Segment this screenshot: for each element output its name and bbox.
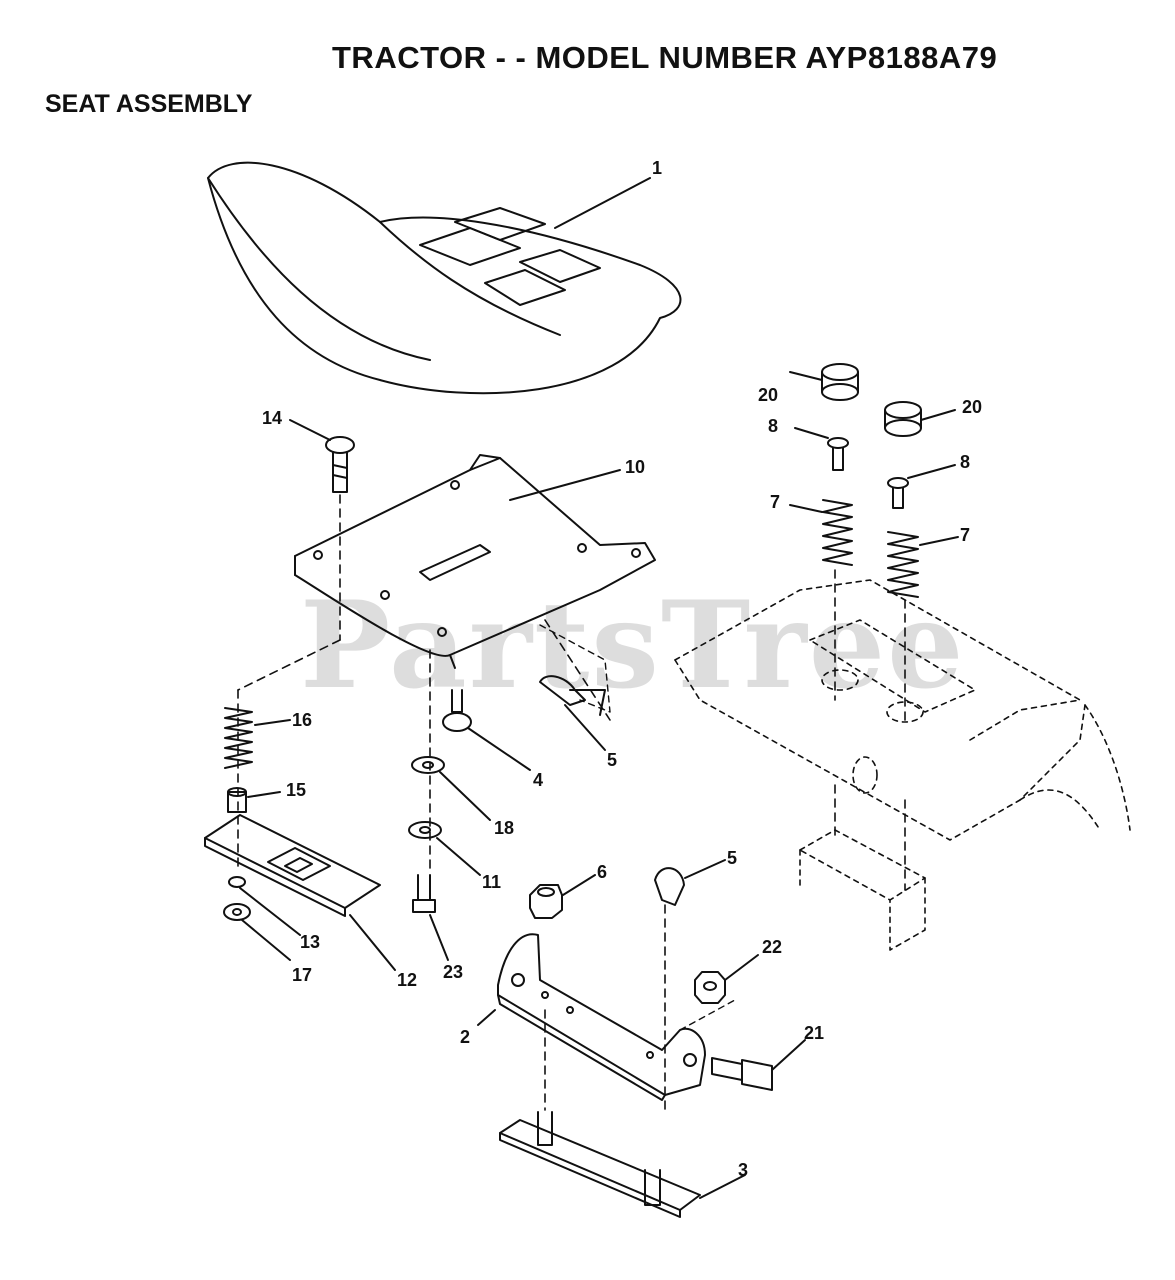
callout-10: 10 [625, 457, 646, 477]
assembly-lines [237, 494, 906, 1111]
spacer-part [227, 787, 281, 813]
callout-16: 16 [292, 710, 313, 730]
flat-washer-part [408, 756, 491, 876]
washer-part [223, 903, 291, 961]
fender-part [674, 579, 1131, 951]
spring-7-part [789, 499, 959, 598]
callout-5b: 5 [727, 848, 738, 868]
callout-18: 18 [494, 818, 515, 838]
callout-6: 6 [597, 862, 608, 882]
seat-part [207, 161, 682, 395]
leader-line [699, 1174, 746, 1199]
nut-part-22 [694, 954, 759, 1004]
section-title: SEAT ASSEMBLY [45, 90, 253, 118]
leader-line [436, 837, 481, 876]
leader-line [920, 409, 956, 421]
callout-15: 15 [286, 780, 307, 800]
leader-line [794, 427, 829, 439]
callout-4: 4 [533, 770, 544, 790]
hex-bolt-part [412, 874, 449, 961]
callout-7a: 7 [770, 492, 781, 512]
callout-7b: 7 [960, 525, 971, 545]
leader-line [467, 727, 531, 771]
leader-line [289, 419, 331, 441]
leader-line [789, 504, 823, 513]
nut-part-6 [529, 874, 596, 919]
nut-part [228, 876, 301, 936]
leader-line [509, 469, 621, 501]
spacer-20-part [789, 363, 956, 437]
bolt-8-part [794, 427, 956, 509]
callout-2: 2 [460, 1027, 471, 1047]
callout-13: 13 [300, 932, 321, 952]
leader-line [724, 954, 759, 981]
leader-line [247, 791, 281, 798]
callout-20b: 20 [962, 397, 983, 417]
callout-21: 21 [804, 1023, 825, 1043]
leader-line [562, 874, 596, 896]
leader-line [771, 1039, 806, 1071]
leader-line [241, 919, 291, 961]
clip-part-lower [654, 859, 726, 906]
bracket-part [204, 814, 396, 971]
leader-line [554, 177, 651, 229]
leader-line [789, 371, 823, 381]
callout-8a: 8 [768, 416, 779, 436]
leader-line [684, 859, 726, 879]
clip-part [539, 675, 606, 751]
watermark-logo: PartsTree [300, 575, 966, 716]
callout-8b: 8 [960, 452, 971, 472]
callout-3: 3 [738, 1160, 749, 1180]
leader-line [919, 536, 959, 546]
leader-line [477, 1009, 496, 1026]
callout-12: 12 [397, 970, 418, 990]
leader-line [907, 464, 956, 479]
leader-line [439, 771, 491, 821]
leader-line [239, 887, 301, 936]
callout-11: 11 [482, 872, 502, 892]
assembly-guide [539, 624, 736, 1031]
callout-23: 23 [443, 962, 464, 982]
callout-5a: 5 [607, 750, 618, 770]
mount-plate-part [499, 1111, 746, 1218]
carriage-bolt-part [289, 419, 355, 493]
callout-22: 22 [762, 937, 783, 957]
callout-14: 14 [262, 408, 283, 428]
spring-part [224, 707, 291, 769]
leader-line [429, 914, 449, 961]
seat-pan-part [294, 454, 656, 669]
leader-line [254, 719, 291, 726]
diagram-title: TRACTOR - - MODEL NUMBER AYP8188A79 [332, 40, 998, 75]
flange-bolt-part [711, 1039, 806, 1091]
callout-20a: 20 [758, 385, 779, 405]
callout-1: 1 [652, 158, 663, 178]
leader-line [349, 914, 396, 971]
seat-bracket-part [477, 933, 706, 1101]
callout-17: 17 [292, 965, 313, 985]
shoulder-bolt-part [442, 689, 531, 771]
leader-line [564, 704, 606, 751]
